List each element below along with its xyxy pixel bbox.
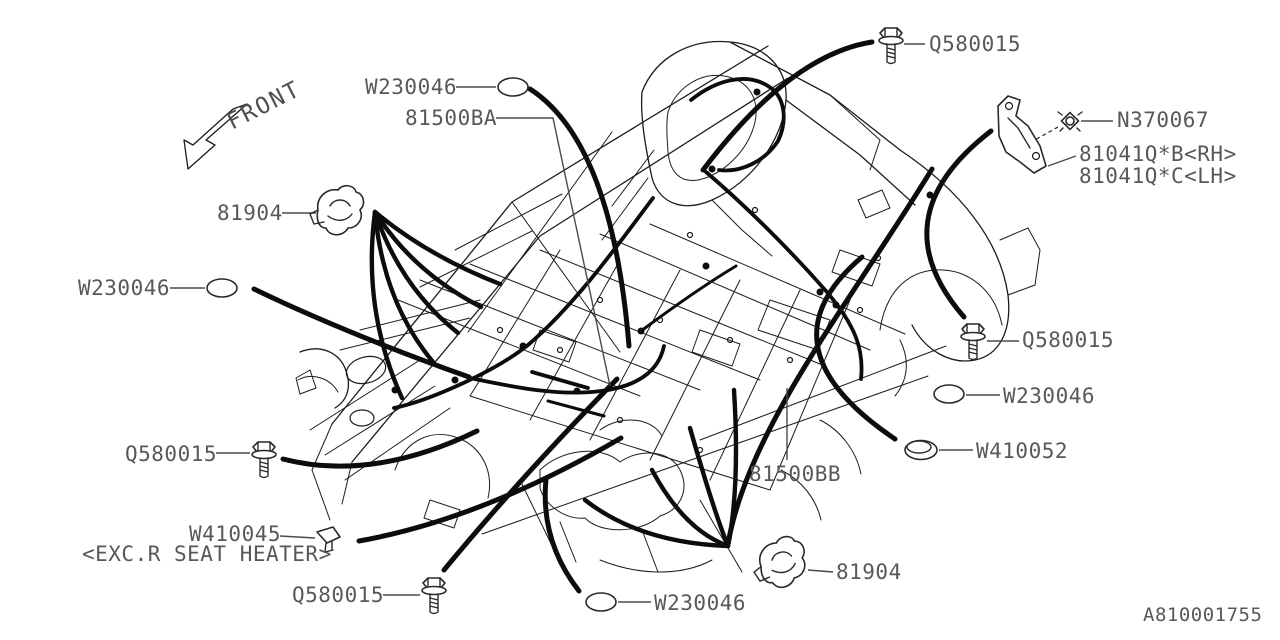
label-leader-lines [170, 43, 1113, 603]
main-wiring-harness [391, 77, 934, 418]
grommet-oval-icon [497, 77, 529, 97]
part-label-w410052[interactable]: W410052 [976, 439, 1068, 463]
front-direction-label: FRONT [223, 76, 305, 135]
part-label-81904-bottom[interactable]: 81904 [836, 560, 902, 584]
part-label-81041q-lh[interactable]: 81041Q*C<LH> [1079, 164, 1237, 188]
clip-fan-bottom [582, 387, 739, 549]
bold-leader-curves [251, 39, 994, 594]
part-label-q580015-left[interactable]: Q580015 [125, 442, 217, 466]
band-clip-icon [316, 526, 341, 553]
harness-clip-icon [309, 184, 365, 236]
plug-double-oval-icon [904, 439, 938, 461]
part-label-w230046-top[interactable]: W230046 [365, 75, 457, 99]
bolt-icon [421, 577, 447, 615]
bolt-icon [960, 323, 986, 361]
front-direction-arrow-icon [183, 103, 248, 170]
diagram-doc-code: A810001755 [1143, 604, 1262, 626]
clip-fan-left [369, 209, 503, 401]
bolt-icon [251, 441, 277, 479]
part-labels: W230046 81500BA Q580015 N370067 81041Q*B… [78, 32, 1237, 615]
grommet-oval-icon [933, 384, 965, 404]
part-label-w410045-note: <EXC.R SEAT HEATER> [82, 542, 332, 566]
grommet-oval-icon [585, 592, 617, 612]
grommet-oval-icon [206, 278, 238, 298]
part-label-81500bb[interactable]: 81500BB [749, 462, 841, 486]
part-label-w230046-right[interactable]: W230046 [1003, 384, 1095, 408]
part-label-q580015-top[interactable]: Q580015 [929, 32, 1021, 56]
bracket-plate-icon [997, 95, 1047, 174]
harness-clip-icon [747, 532, 812, 594]
part-label-81041q-rh[interactable]: 81041Q*B<RH> [1079, 142, 1237, 166]
car-body-wireframe [295, 40, 1041, 573]
part-label-w230046-bottom[interactable]: W230046 [654, 591, 746, 615]
part-label-w230046-left[interactable]: W230046 [78, 276, 170, 300]
part-label-q580015-right[interactable]: Q580015 [1022, 328, 1114, 352]
part-label-n370067[interactable]: N370067 [1117, 108, 1209, 132]
push-nut-icon [1057, 111, 1083, 132]
part-label-w410045[interactable]: W410045 [189, 522, 281, 546]
part-label-q580015-bottom[interactable]: Q580015 [292, 583, 384, 607]
part-label-81500ba[interactable]: 81500BA [405, 106, 497, 130]
harness-connector-dots [391, 88, 934, 395]
bolt-icon [878, 27, 904, 65]
part-label-81904-left[interactable]: 81904 [217, 201, 283, 225]
